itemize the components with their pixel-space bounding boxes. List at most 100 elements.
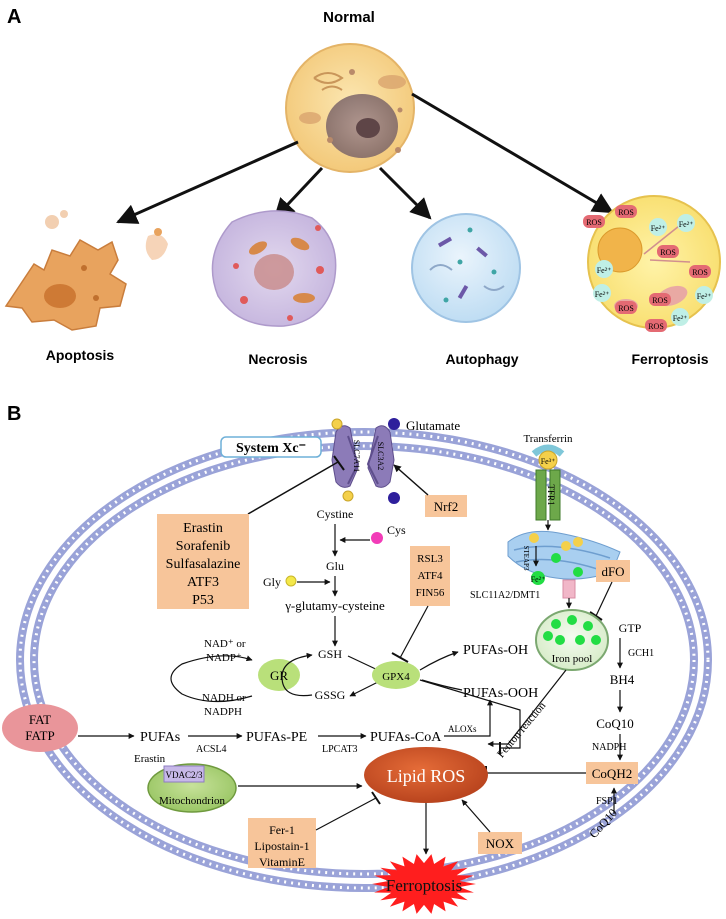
gssg-to-gsh-arrow (281, 652, 313, 697)
gamma-glu-label: γ-glutamy-cysteine (284, 598, 385, 613)
gpx4-inhibitor-item: RSL3 (417, 553, 443, 565)
ferroptosis-tags: ROSROSFe²⁺Fe²⁺ROSFe²⁺ROSFe²⁺ROSROSFe²⁺RO… (583, 205, 713, 332)
system-xc-label: System Xc⁻ (236, 441, 306, 456)
ros-tag-label: ROS (660, 248, 676, 257)
lipid-ros (364, 747, 488, 803)
ros-tag (689, 265, 711, 278)
iron-dot (567, 615, 577, 625)
arrow-to-necrosis (273, 166, 324, 220)
transferrin-icon (531, 444, 565, 457)
pufas-ooh-to-gpx4-line (421, 679, 463, 691)
endosome-fe3-2 (561, 541, 571, 551)
ros-tag (645, 319, 667, 332)
gpx4-inhibitor-item: FIN56 (416, 587, 445, 599)
gly-dot (285, 575, 297, 587)
antioxidant-inhibition-line (315, 797, 377, 831)
panel-a-label: A (7, 6, 21, 28)
mitochondrion-label: Mitochondrion (159, 795, 225, 807)
dmt1-channel (562, 579, 576, 599)
dfo-label: dFO (601, 564, 624, 579)
ferroptosis-burst-icon (372, 854, 476, 914)
nrf2-box (425, 495, 467, 517)
pufas-ooh-label: PUFAs-OOH (463, 686, 538, 701)
cystine-dot-out (331, 418, 343, 430)
glu-label: Glu (326, 559, 344, 573)
gr-enzyme (258, 659, 300, 691)
fe2-dot (531, 571, 545, 585)
fe3-dot (538, 450, 558, 470)
iron-dot (583, 621, 593, 631)
fsp1-label: FSP1 (596, 796, 618, 807)
nadh-label-2: NADPH (204, 706, 242, 718)
xc-inhibitor-item: P53 (192, 593, 214, 608)
dfo-inhibition-bar (589, 611, 603, 621)
gssg-label: GSSG (315, 688, 346, 702)
xc-inhibitor-item: Sulfasalazine (166, 557, 241, 572)
fe2-tag-label: Fe²⁺ (597, 266, 612, 275)
coa-to-ooh-arrow (444, 699, 493, 737)
vdac-label: VDAC2/3 (165, 770, 203, 780)
autophagy-cell-icon (411, 213, 521, 323)
fenton-label: Fenton reaction (495, 700, 549, 761)
transferrin-label: Transferrin (523, 433, 573, 445)
glutamate-label: Glutamate (406, 418, 460, 433)
apoptosis-cell-icon (4, 210, 168, 331)
cys-label: Cys (387, 523, 406, 537)
nox-arrow (461, 799, 491, 833)
xc-inhibitor-item: ATF3 (187, 575, 219, 590)
cell-membrane-outer-heads (18, 430, 710, 890)
xc-inhibition-bar (333, 455, 345, 471)
autophagy-label: Autophagy (445, 351, 518, 367)
fe2-tag (649, 218, 667, 236)
pufas-coa-label: PUFAs-CoA (370, 730, 442, 745)
gpx4-enzyme (372, 661, 420, 689)
ferroptosis-label: Ferroptosis (631, 351, 708, 367)
ros-tag (615, 205, 637, 218)
fe2-label: Fe²⁺ (531, 575, 546, 584)
ros-tag-label: ROS (618, 304, 634, 313)
coqh2-label: CoQH2 (592, 766, 632, 781)
iron-dot (591, 635, 601, 645)
ros-tag (649, 293, 671, 306)
ros-tag-label: ROS (586, 218, 602, 227)
gpx4-to-pufas-oh-arrow (419, 650, 459, 671)
tfr1-label: TFR1 (546, 484, 556, 505)
fat-label: FAT (29, 712, 51, 727)
dfo-box (596, 560, 630, 582)
nrf2-arrow (393, 464, 429, 496)
ros-tag (583, 215, 605, 228)
antioxidant-inhibition-bar (371, 791, 381, 805)
glutamate-dot-in (388, 492, 400, 504)
bh4-label: BH4 (610, 672, 635, 687)
arrow-to-ferroptosis (411, 92, 614, 214)
steap3-label: STEAP3 (522, 546, 530, 571)
normal-title: Normal (323, 9, 375, 26)
gch1-label: GCH1 (628, 648, 654, 659)
panel-b-label: B (7, 403, 21, 425)
nrf2-label: Nrf2 (434, 499, 459, 514)
fe2-tag (593, 284, 611, 302)
iron-dot (575, 635, 585, 645)
slc3a2-label: SLC3A2 (376, 442, 385, 470)
gpx4-label: GPX4 (382, 671, 410, 683)
fe2-tag-label: Fe²⁺ (679, 220, 694, 229)
system-xc-transporter (331, 425, 395, 488)
fe2-tag-label: Fe²⁺ (595, 290, 610, 299)
antioxidant-box (248, 818, 316, 868)
iron-dot (543, 631, 553, 641)
arrow-to-apoptosis (116, 140, 299, 224)
xc-inhibitor-box (157, 514, 249, 609)
ferroptosis-outcome-label: Ferroptosis (386, 876, 463, 895)
gly-label: Gly (263, 575, 281, 589)
coq10-mid-label: CoQ10 (596, 716, 634, 731)
nadh-label-1: NADH or (202, 692, 246, 704)
endosome-fe3-1 (529, 533, 539, 543)
slc11a2-label: SLC11A2/DMT1 (470, 590, 540, 601)
arrow-to-autophagy (378, 166, 432, 220)
gtp-label: GTP (619, 621, 642, 635)
pufas-label: PUFAs (140, 730, 180, 745)
